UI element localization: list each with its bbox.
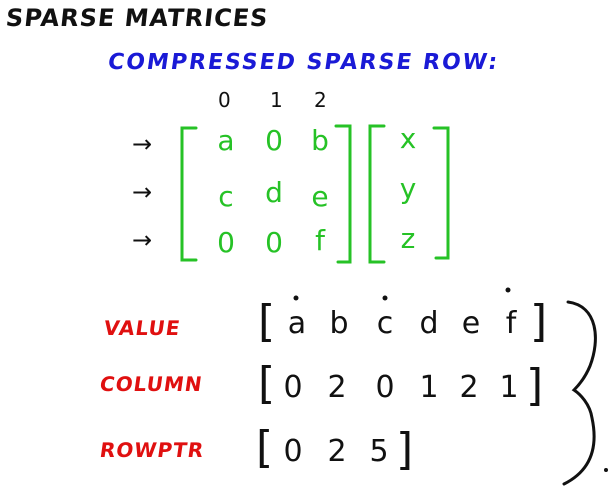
column-close-bracket: ] — [526, 360, 544, 411]
value-item-1: b — [329, 306, 349, 341]
vector-cell-0: x — [399, 122, 417, 155]
matrix-cell-1-1: d — [265, 176, 283, 209]
column-item-2: 0 — [375, 370, 395, 405]
vector-cell-1: y — [399, 172, 417, 205]
brace-dot — [604, 468, 608, 472]
column-index-0: 0 — [218, 88, 231, 112]
value-item-3: d — [419, 306, 439, 341]
value-open-bracket: [ — [258, 296, 276, 347]
column-item-4: 2 — [459, 370, 479, 405]
matrix-right-bracket — [334, 124, 352, 264]
curly-brace — [562, 300, 597, 486]
vector-right-bracket — [432, 126, 450, 260]
rowptr-item-0: 0 — [283, 434, 303, 469]
label-value: VALUE — [102, 316, 183, 340]
matrix-cell-2-1: 0 — [265, 226, 283, 259]
value-close-bracket: ] — [530, 296, 548, 347]
row-arrow-1: → — [132, 178, 153, 206]
matrix-cell-1-2: e — [311, 180, 329, 213]
rowstart-dot-c — [382, 295, 388, 301]
matrix-cell-0-2: b — [311, 124, 329, 157]
label-column: COLUMN — [98, 372, 205, 396]
column-index-1: 1 — [270, 88, 283, 112]
row-arrow-0: → — [132, 130, 153, 158]
matrix-cell-0-1: 0 — [265, 124, 283, 157]
vector-left-bracket — [368, 124, 386, 264]
value-item-2: c — [376, 306, 394, 341]
value-item-0: a — [287, 306, 307, 341]
rowstart-dot-a — [293, 295, 299, 301]
value-item-5: f — [505, 306, 517, 341]
rowptr-item-1: 2 — [327, 434, 347, 469]
matrix-cell-2-2: f — [315, 224, 325, 257]
matrix-cell-0-0: a — [217, 124, 235, 157]
column-item-1: 2 — [327, 370, 347, 405]
label-rowptr: ROWPTR — [98, 438, 206, 462]
rowptr-open-bracket: [ — [256, 422, 274, 473]
row-arrow-2: → — [132, 226, 153, 254]
matrix-cell-1-0: c — [218, 180, 234, 213]
rowptr-close-bracket: ] — [396, 424, 414, 475]
rowstart-dot-f — [505, 287, 511, 293]
rowptr-item-2: 5 — [369, 434, 389, 469]
column-item-5: 1 — [499, 370, 519, 405]
value-item-4: e — [461, 306, 481, 341]
column-index-2: 2 — [314, 88, 327, 112]
matrix-left-bracket — [180, 126, 198, 262]
column-item-3: 1 — [419, 370, 439, 405]
vector-cell-2: z — [400, 222, 416, 255]
column-open-bracket: [ — [258, 358, 276, 409]
matrix-cell-2-0: 0 — [217, 226, 235, 259]
column-item-0: 0 — [283, 370, 303, 405]
